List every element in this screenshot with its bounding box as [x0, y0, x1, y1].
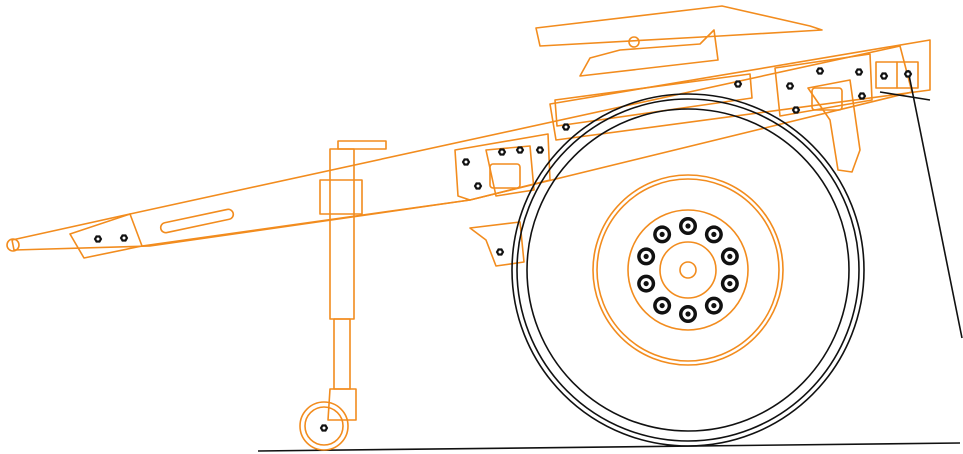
hex-bolt: [461, 158, 471, 166]
rim-outer: [592, 174, 784, 366]
front-bracket-plate: [454, 133, 551, 201]
hex-bolt: [93, 235, 103, 243]
lug-nut: [653, 225, 672, 244]
chassis-frame: [454, 39, 931, 267]
jack-inner-tube: [333, 318, 351, 390]
tire-outer: [511, 93, 865, 447]
jack-handle-cap: [337, 140, 387, 150]
rear-pole-tick: [879, 91, 931, 101]
hex-bolt: [495, 248, 505, 256]
drawbar-body: [11, 45, 913, 251]
hex-bolt: [497, 148, 507, 156]
drawbar: [6, 45, 913, 259]
lug-nuts: [637, 217, 739, 323]
tow-eye: [6, 238, 20, 252]
tire-outer-2: [516, 98, 860, 442]
rear-bracket-plate: [774, 53, 873, 117]
rim-inner: [596, 178, 780, 362]
jack-caster-wheel-inner: [304, 406, 344, 446]
main-wheel: [511, 93, 865, 447]
lug-nut: [679, 217, 697, 235]
frame-step-plate: [554, 73, 753, 127]
hex-bolt: [854, 68, 864, 76]
hex-bolt: [473, 182, 483, 190]
seat-pan: [535, 5, 823, 47]
drawbar-slot: [159, 208, 235, 234]
hex-bolt: [903, 70, 913, 78]
lug-nut: [637, 247, 656, 266]
spring-link: [469, 221, 525, 267]
seat-assembly: [535, 5, 823, 77]
drawbar-tip-plate: [69, 213, 143, 259]
hub-cap: [659, 241, 717, 299]
hex-bolt: [791, 106, 801, 114]
rear-pole-line: [907, 69, 963, 339]
rear-hanger: [807, 79, 861, 173]
hex-bolt: [857, 92, 867, 100]
front-hanger: [485, 145, 535, 197]
rear-hanger-block: [811, 87, 843, 111]
seat-pivot: [628, 36, 640, 48]
seat-support: [579, 29, 719, 77]
lug-nut: [720, 247, 739, 266]
jack-stand: [299, 140, 387, 451]
frame-bolts: [93, 67, 913, 432]
lug-nut: [704, 225, 723, 244]
ground-line: [257, 442, 961, 452]
rear-pole: [879, 69, 963, 339]
hex-bolt: [515, 146, 525, 154]
hex-bolt: [319, 424, 329, 432]
hex-bolt: [561, 123, 571, 131]
drawbar-lower-edge: [141, 199, 471, 247]
hex-bolt: [119, 234, 129, 242]
hex-bolt: [733, 80, 743, 88]
axle-center: [679, 261, 697, 279]
lug-nut: [679, 305, 697, 323]
lug-nut: [653, 296, 672, 315]
lug-nut: [704, 296, 723, 315]
frame-rail: [549, 39, 931, 141]
hex-bolt: [879, 72, 889, 80]
jack-caster-wheel: [299, 401, 349, 451]
lug-nut: [720, 274, 739, 293]
jack-caster-fork: [327, 388, 357, 421]
hex-bolt: [815, 67, 825, 75]
hex-bolt: [535, 146, 545, 154]
hex-bolt: [785, 82, 795, 90]
tire-inner: [526, 108, 850, 432]
lug-nut: [637, 274, 656, 293]
hub-ring: [627, 209, 749, 331]
jack-mount-plate: [319, 179, 363, 215]
jack-outer-tube: [329, 148, 355, 320]
front-hanger-block: [489, 163, 521, 189]
